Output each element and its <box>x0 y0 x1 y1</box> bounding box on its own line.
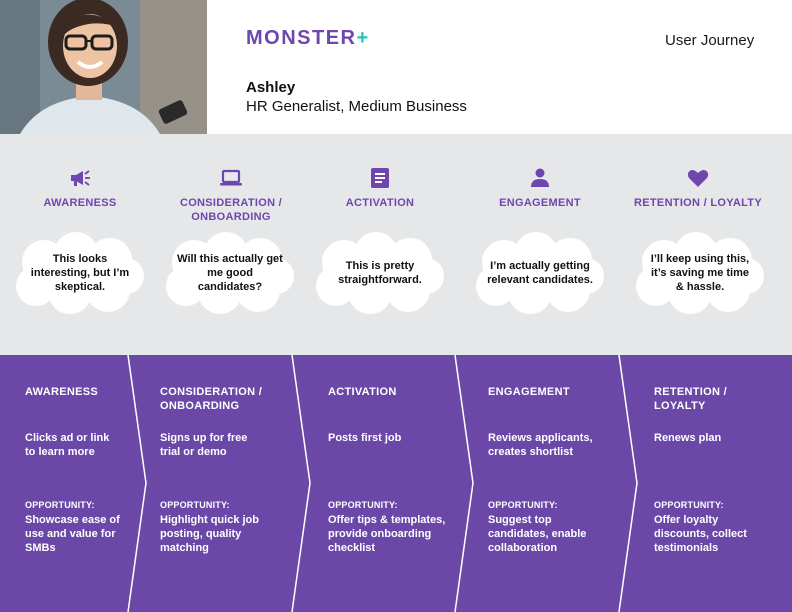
stage-retention: RETENTION / LOYALTY <box>623 166 773 210</box>
thought-text: I’ll keep using this, it’s saving me tim… <box>650 253 750 293</box>
column-action: Posts first job <box>328 432 402 444</box>
laptop-icon <box>220 169 242 186</box>
cloud-shape <box>16 232 144 314</box>
stage-title: CONSIDERATION / ONBOARDING <box>179 197 283 223</box>
persona-photo <box>0 0 207 134</box>
document-label: User Journey <box>665 32 755 49</box>
stage-title: ENGAGEMENT <box>499 197 581 209</box>
column-title: ENGAGEMENT <box>488 386 570 398</box>
thought-cloud: I’ll keep using this, it’s saving me tim… <box>634 232 766 314</box>
thought-text: This is pretty straightforward. <box>338 260 422 286</box>
column-title: CONSIDERATION / ONBOARDING <box>160 386 263 412</box>
opportunity-text: Showcase ease of use and value for SMBs <box>25 514 120 554</box>
stage-consideration: CONSIDERATION / ONBOARDING <box>156 166 306 224</box>
thought-text: I’m actually getting relevant candidates… <box>487 260 593 286</box>
thought-text: Will this actually get me good candidate… <box>177 253 283 293</box>
opportunity-text: Offer tips & templates, provide onboardi… <box>328 514 446 554</box>
opportunity-label: OPPORTUNITY: <box>654 500 724 510</box>
document-icon <box>371 168 389 188</box>
cloud-shape <box>166 232 294 314</box>
persona-photo-illustration <box>0 0 207 134</box>
header: MONSTER+ User Journey Ashley HR Generali… <box>0 0 792 134</box>
megaphone-icon <box>71 170 90 186</box>
cloud-shape <box>316 232 444 314</box>
logo-wordmark: MONSTER <box>246 27 357 49</box>
journey-band: AWARENESS Clicks ad or link to learn mor… <box>0 355 792 612</box>
column-action: Signs up for free trial or demo <box>160 432 248 458</box>
column-title: RETENTION / LOYALTY <box>654 386 727 412</box>
column-action: Clicks ad or link to learn more <box>25 432 110 458</box>
stage-activation: ACTIVATION <box>305 166 455 210</box>
opportunity-text: Suggest top candidates, enable collabora… <box>488 514 587 554</box>
column-action: Reviews applicants, creates shortlist <box>488 432 593 458</box>
cloud-shape <box>636 232 764 314</box>
stage-title: RETENTION / LOYALTY <box>634 197 762 209</box>
opportunity-text: Highlight quick job posting, quality mat… <box>160 514 259 554</box>
opportunity-label: OPPORTUNITY: <box>328 500 398 510</box>
opportunity-label: OPPORTUNITY: <box>25 500 95 510</box>
opportunity-label: OPPORTUNITY: <box>160 500 230 510</box>
chevron-dividers <box>127 355 638 612</box>
opportunity-label: OPPORTUNITY: <box>488 500 558 510</box>
stage-title: AWARENESS <box>43 197 117 209</box>
person-icon <box>531 168 549 187</box>
thought-cloud: This is pretty straightforward. <box>314 232 446 314</box>
persona-role: HR Generalist, Medium Business <box>246 98 467 115</box>
monster-logo: MONSTER+ <box>246 27 370 50</box>
column-title: ACTIVATION <box>328 386 397 398</box>
heart-icon <box>687 170 709 187</box>
stages-band: AWARENESS CONSIDERATION / ONBOARDING ACT… <box>0 134 792 355</box>
thought-cloud: I’m actually getting relevant candidates… <box>474 232 606 314</box>
thought-cloud: This looks interesting, but I’m skeptica… <box>14 232 146 314</box>
thought-text: This looks interesting, but I’m skeptica… <box>30 253 130 293</box>
stage-title: ACTIVATION <box>345 197 415 209</box>
stage-awareness: AWARENESS <box>5 166 155 210</box>
cloud-shape <box>476 232 604 314</box>
logo-plus: + <box>356 27 370 49</box>
thought-cloud: Will this actually get me good candidate… <box>164 232 296 314</box>
column-action: Renews plan <box>654 432 722 444</box>
opportunity-text: Offer loyalty discounts, collect testimo… <box>654 514 747 554</box>
persona-name: Ashley <box>246 79 296 96</box>
column-title: AWARENESS <box>25 386 98 398</box>
stage-engagement: ENGAGEMENT <box>465 166 615 210</box>
